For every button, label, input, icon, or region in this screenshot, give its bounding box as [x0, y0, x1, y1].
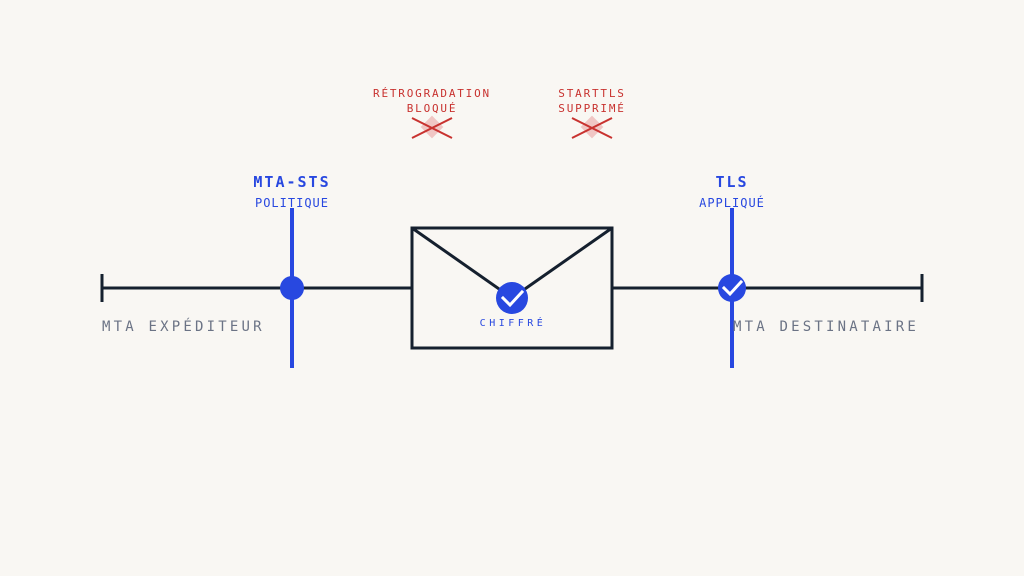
threat-line2: BLOQUÉ	[406, 102, 458, 115]
receiver-mta-label: MTA DESTINATAIRE	[733, 319, 920, 335]
mta-sts-subtitle: POLITIQUE	[254, 196, 330, 210]
mta-sts-title: MTA-STS	[253, 173, 331, 191]
tls-control	[718, 208, 746, 368]
mta-sts-control	[280, 208, 304, 368]
threat-line1: STARTTLS	[558, 87, 626, 100]
sender-mta-label: MTA EXPÉDITEUR	[102, 319, 265, 335]
dot-icon	[280, 276, 304, 300]
envelope-icon	[410, 226, 614, 350]
check-circle-icon	[496, 282, 528, 314]
tls-subtitle: APPLIQUÉ	[699, 196, 765, 210]
threat-starttls-label: STARTTLS SUPPRIMÉ	[558, 86, 625, 116]
encrypted-label: CHIFFRÉ	[479, 318, 547, 329]
x-cross-icon	[571, 115, 613, 139]
tls-title: TLS	[715, 173, 749, 191]
check-circle-icon	[718, 274, 746, 302]
threat-line2: SUPPRIMÉ	[558, 102, 626, 115]
x-cross-icon	[411, 115, 453, 139]
threat-line1: RÉTROGRADATION	[373, 87, 491, 100]
threat-downgrade-label: RÉTROGRADATION BLOQUÉ	[373, 86, 491, 116]
